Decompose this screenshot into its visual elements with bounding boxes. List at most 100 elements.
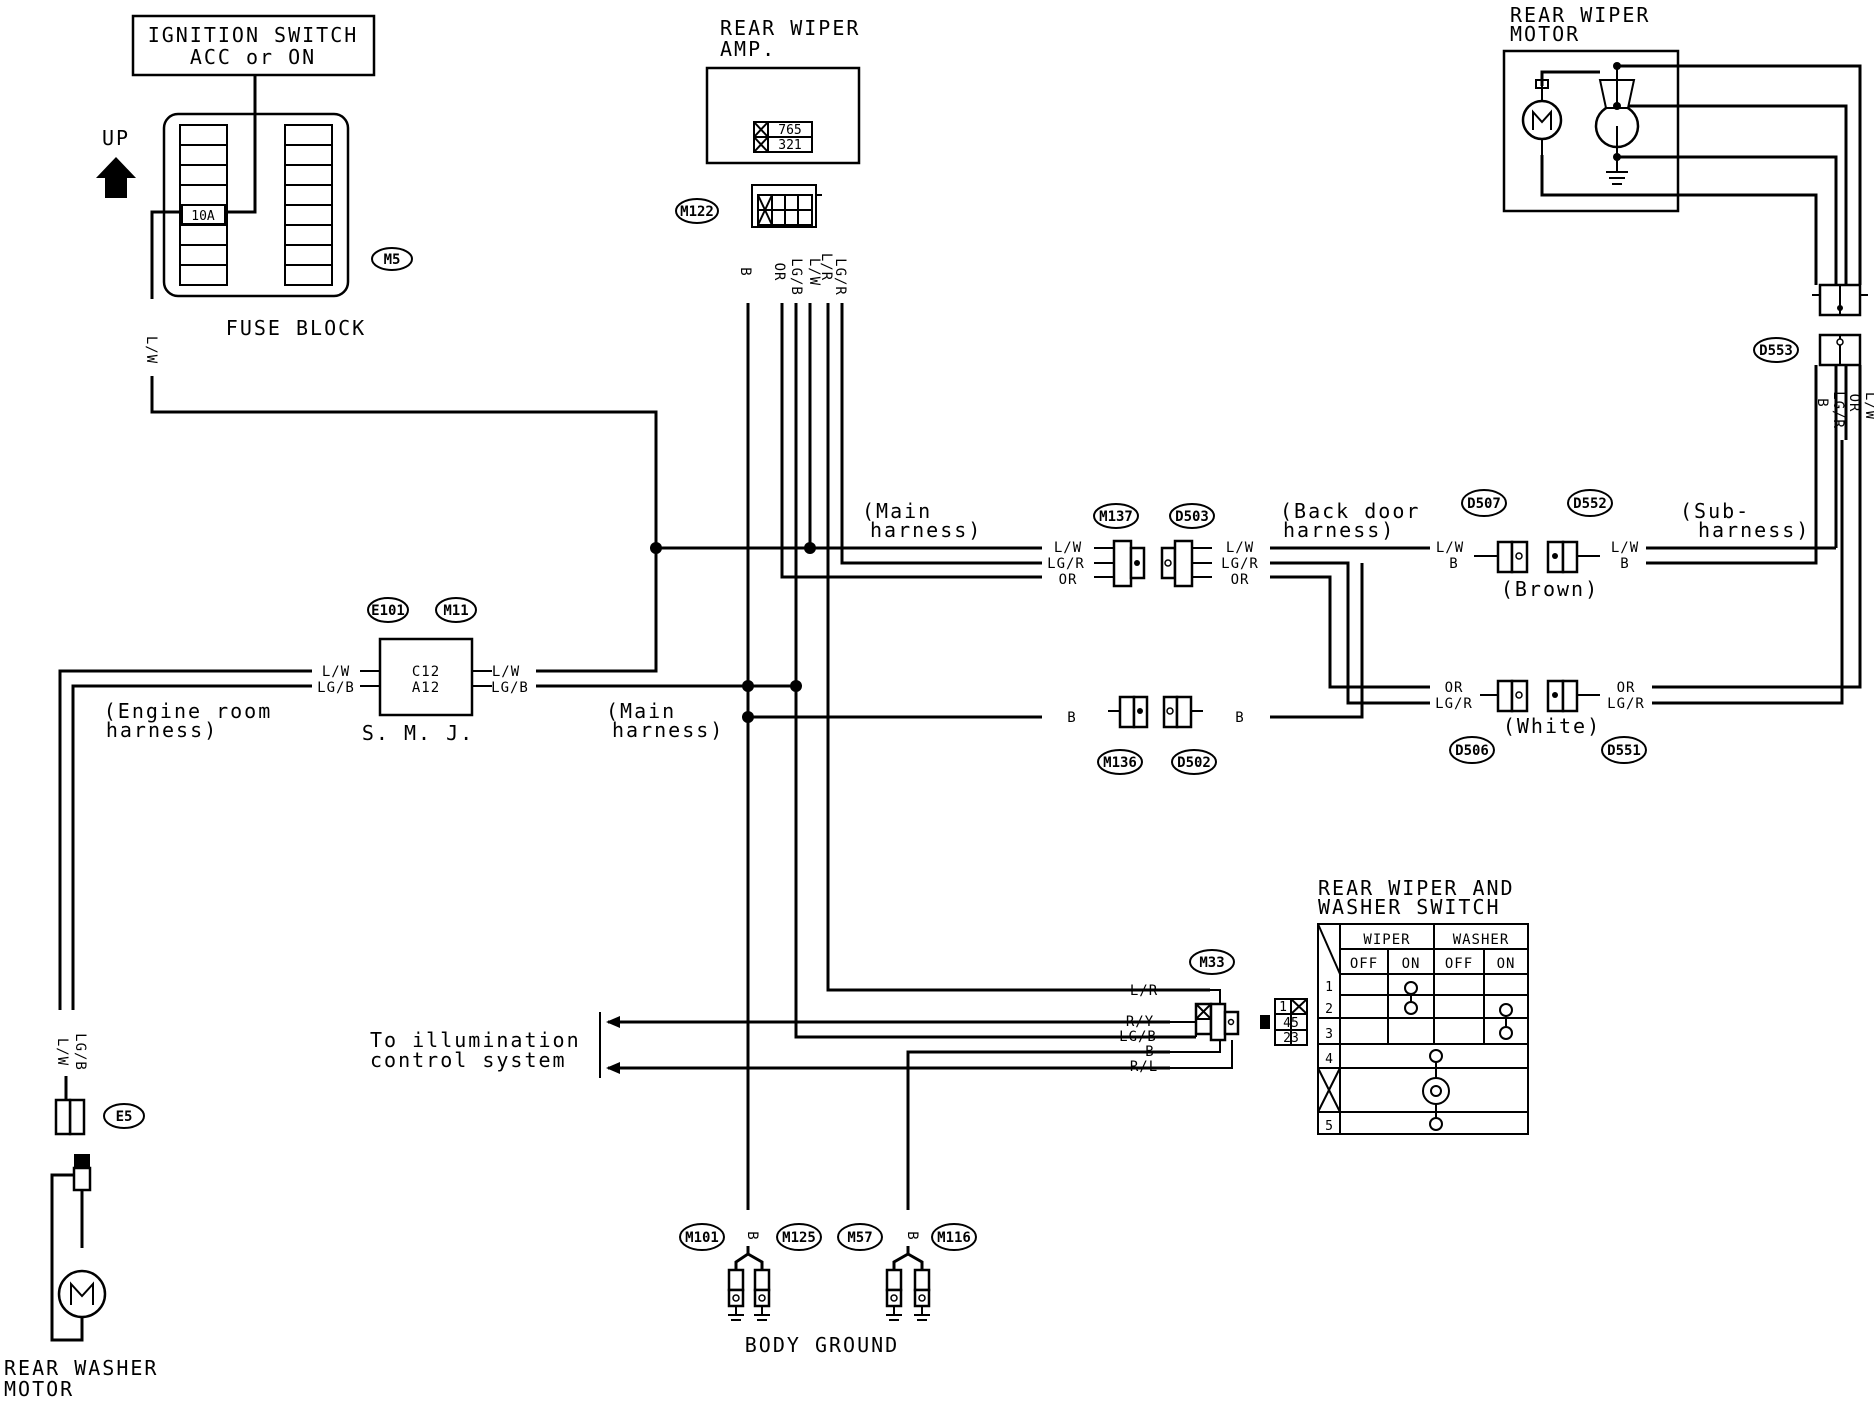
tag-d506: D506: [1449, 736, 1495, 764]
harness-engine-line1: (Engine room: [104, 699, 273, 723]
wl-fuse-lw: L/W: [143, 336, 159, 364]
m33-pin-top: 1: [1279, 1000, 1287, 1015]
svg-text:E101: E101: [371, 603, 405, 619]
svg-text:M5: M5: [384, 252, 401, 268]
wl-smj-right-lw: L/W: [492, 664, 520, 680]
wire-fuse-lw: [150, 210, 182, 299]
switch-header-washer: WASHER: [1453, 932, 1510, 948]
connector-d506: [1480, 679, 1529, 713]
connector-m136: [1108, 695, 1149, 729]
switch-wiper-off: OFF: [1350, 956, 1378, 972]
up-arrow-icon: UP: [96, 126, 136, 198]
amp-pins-bottom: 321: [778, 138, 801, 153]
svg-text:M122: M122: [680, 204, 714, 220]
connector-m122: [751, 184, 822, 228]
ground-left: B: [727, 1231, 771, 1321]
svg-text:M101: M101: [685, 1230, 719, 1246]
wl-d553-or: OR: [1846, 394, 1862, 413]
smj-block: C12 A12 S. M. J.: [360, 637, 492, 745]
brown-label: (Brown): [1501, 577, 1599, 601]
harness-sub-line1: (Sub-: [1680, 499, 1750, 523]
svg-text:M116: M116: [937, 1230, 971, 1246]
wl-amp-b: B: [737, 267, 753, 276]
tag-d552: D552: [1567, 489, 1613, 517]
wire-amp-lgb: [794, 303, 1196, 1039]
harness-main1-line2: harness): [870, 518, 982, 542]
wl-d552-b: B: [1620, 556, 1629, 572]
wiper-motor-line2: MOTOR: [1510, 22, 1580, 46]
svg-text:M57: M57: [847, 1230, 872, 1246]
svg-text:D551: D551: [1607, 743, 1641, 759]
wl-smj-right-lgb: LG/B: [491, 680, 529, 696]
wl-d502-b: B: [1235, 710, 1244, 726]
harness-engine-line2: harness): [106, 718, 218, 742]
switch-title-line2: WASHER SWITCH: [1318, 895, 1501, 919]
harness-sub-line2: harness): [1698, 518, 1810, 542]
wl-washer-lgb: LG/B: [72, 1033, 88, 1071]
switch-washer-off: OFF: [1445, 956, 1473, 972]
wl-m33-lgb: LG/B: [1119, 1029, 1157, 1045]
wl-m136-b: B: [1067, 710, 1076, 726]
illumination-line1: To illumination: [370, 1028, 581, 1052]
amp-label-line1: REAR WIPER: [720, 16, 860, 40]
wiper-motor-line1: REAR WIPER: [1510, 3, 1650, 27]
connector-d503: [1160, 539, 1212, 588]
svg-text:M136: M136: [1103, 755, 1137, 771]
m33-pin-mid: 45: [1283, 1016, 1299, 1031]
washer-motor-icon: [57, 1269, 107, 1319]
fuse-block: 10A FUSE BLOCK: [162, 112, 366, 340]
wire-left-lgb: [71, 684, 312, 1010]
wl-d507-lw: L/W: [1436, 540, 1464, 556]
wl-m137-lgr: LG/R: [1047, 556, 1085, 572]
tag-m101: M101: [679, 1223, 725, 1251]
wl-amp-lw: L/W: [806, 258, 822, 286]
tag-d502: D502: [1171, 749, 1217, 775]
wire-amp-lgr: [840, 303, 1042, 565]
tag-m5: M5: [371, 247, 413, 271]
ignition-switch-line1: IGNITION SWITCH: [148, 23, 359, 47]
illumination-line2: control system: [370, 1048, 567, 1072]
wl-d503-lw: L/W: [1226, 540, 1254, 556]
tag-m137: M137: [1093, 503, 1139, 529]
svg-text:D553: D553: [1759, 343, 1793, 359]
tag-m136: M136: [1097, 749, 1143, 775]
wl-ground-right-b: B: [904, 1231, 920, 1240]
wl-d503-lgr: LG/R: [1221, 556, 1259, 572]
connector-d551: [1546, 679, 1600, 713]
wl-smj-left-lgb: LG/B: [317, 680, 355, 696]
tag-d507: D507: [1461, 489, 1507, 517]
svg-text:M11: M11: [443, 603, 468, 619]
connector-d507: [1474, 540, 1529, 574]
wl-smj-left-lw: L/W: [322, 664, 350, 680]
wl-d553-lgr: LG/R: [1830, 391, 1846, 429]
svg-text:D507: D507: [1467, 496, 1501, 512]
harness-back-line1: (Back door: [1280, 499, 1420, 523]
switch-title-line1: REAR WIPER AND: [1318, 876, 1515, 900]
harness-main2-line2: harness): [612, 718, 724, 742]
wl-d551-or: OR: [1617, 680, 1636, 696]
tag-d503: D503: [1169, 503, 1215, 529]
wl-d506-or: OR: [1445, 680, 1464, 696]
wl-d507-b: B: [1449, 556, 1458, 572]
white-label: (White): [1503, 714, 1601, 738]
svg-text:E5: E5: [116, 1109, 133, 1125]
wl-m137-or: OR: [1059, 572, 1078, 588]
switch-row-5: 5: [1325, 1119, 1333, 1134]
smj-label: S. M. J.: [362, 721, 474, 745]
wl-m137-lw: L/W: [1054, 540, 1082, 556]
wl-d503-or: OR: [1231, 572, 1250, 588]
tag-e5: E5: [103, 1103, 145, 1129]
tag-m125: M125: [776, 1223, 822, 1251]
svg-text:M33: M33: [1199, 955, 1224, 971]
connector-m33: [1170, 989, 1240, 1069]
amp-pins-top: 765: [778, 123, 801, 138]
wl-amp-lgr: LG/R: [832, 258, 848, 296]
fuse-block-label: FUSE BLOCK: [226, 316, 366, 340]
wire-sub-or: [1652, 440, 1862, 689]
rear-wiper-motor: REAR WIPER MOTOR: [1502, 3, 1862, 285]
wire-smj-lw: [536, 669, 658, 673]
wire-amp-or: [780, 303, 1042, 579]
fuse-rating: 10A: [191, 209, 215, 224]
